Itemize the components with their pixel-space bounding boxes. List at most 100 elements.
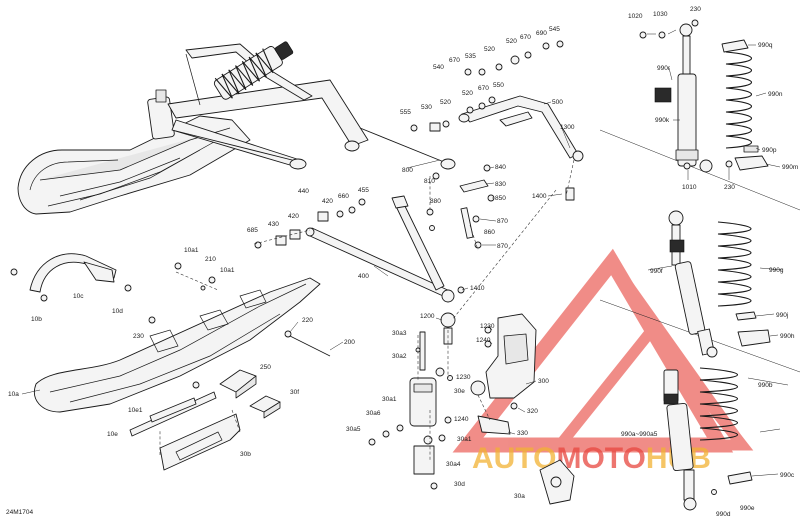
tie-rod-800 [359, 127, 445, 163]
steering-linkage [426, 164, 495, 249]
ski-runner-10e [129, 381, 241, 471]
label-990h: 990h [780, 333, 795, 340]
label-30a: 30a [514, 493, 525, 500]
label-30a4: 30a4 [446, 461, 461, 468]
label-520-c: 520 [462, 90, 473, 97]
label-810: 810 [424, 178, 435, 185]
label-420-b: 420 [288, 213, 299, 220]
label-860: 860 [484, 229, 495, 236]
label-300: 300 [538, 378, 549, 385]
label-870-b: 870 [497, 243, 508, 250]
label-850: 850 [495, 195, 506, 202]
separator-line [599, 129, 800, 211]
label-1400: 1400 [532, 193, 547, 200]
label-30b: 30b [240, 451, 251, 458]
label-200: 200 [344, 339, 355, 346]
label-670: 670 [520, 34, 531, 41]
label-320: 320 [527, 408, 538, 415]
label-220: 220 [302, 317, 313, 324]
label-990m: 990m [782, 164, 798, 171]
rear-shock-990k [639, 19, 769, 173]
label-555: 555 [400, 109, 411, 116]
a-arm-500 [410, 40, 584, 201]
label-830: 830 [495, 181, 506, 188]
label-990q: 990q [758, 42, 773, 49]
label-990g: 990g [769, 267, 784, 274]
label-840: 840 [495, 164, 506, 171]
upper-a-arm-400 [254, 195, 465, 303]
label-690: 690 [536, 30, 547, 37]
label-440: 440 [298, 188, 309, 195]
label-330: 330 [517, 430, 528, 437]
label-30a1-b: 30a1 [457, 436, 472, 443]
label-30f: 30f [290, 389, 299, 396]
label-800: 800 [402, 167, 413, 174]
label-660: 660 [338, 193, 349, 200]
label-550: 550 [493, 82, 504, 89]
label-400: 400 [358, 273, 369, 280]
label-535: 535 [465, 53, 476, 60]
label-1200: 1200 [420, 313, 435, 320]
label-500: 500 [552, 99, 563, 106]
tie-rod-end [440, 158, 456, 170]
label-1020: 1020 [628, 13, 643, 20]
label-1230: 1230 [480, 323, 495, 330]
label-1240-b: 1240 [454, 416, 469, 423]
label-230-c: 230 [133, 333, 144, 340]
wear-pads [219, 369, 281, 419]
pivot-30a [539, 459, 575, 505]
label-230: 230 [690, 6, 701, 13]
label-990p: 990p [762, 147, 777, 154]
label-30a3: 30a3 [392, 330, 407, 337]
callout-leaders [21, 29, 789, 477]
ski-handle-10c [10, 253, 132, 302]
watermark-moto: MOTO [556, 442, 645, 475]
label-10a1-b: 10a1 [220, 267, 235, 274]
label-10d: 10d [112, 308, 123, 315]
label-685: 685 [247, 227, 258, 234]
label-230-b: 230 [724, 184, 735, 191]
label-880: 880 [430, 198, 441, 205]
ski-assembly-top [17, 41, 369, 215]
label-870: 870 [497, 218, 508, 225]
label-520-d: 520 [440, 99, 451, 106]
label-10b: 10b [31, 316, 42, 323]
label-990k: 990k [655, 117, 670, 124]
label-540: 540 [433, 64, 444, 71]
label-455: 455 [358, 187, 369, 194]
label-990j: 990j [776, 312, 788, 319]
label-1240: 1240 [476, 337, 491, 344]
label-990a-990a5: 990a~990a5 [621, 431, 658, 438]
label-30a1: 30a1 [382, 396, 397, 403]
label-30a5: 30a5 [346, 426, 361, 433]
label-670-c: 670 [478, 85, 489, 92]
label-30d: 30d [454, 481, 465, 488]
label-250: 250 [260, 364, 271, 371]
label-30e: 30e [454, 388, 465, 395]
label-670-b: 670 [449, 57, 460, 64]
label-30a2: 30a2 [392, 353, 407, 360]
label-430: 430 [268, 221, 279, 228]
ski-10a [34, 262, 331, 413]
label-530: 530 [421, 104, 432, 111]
front-shock-990b [663, 367, 753, 511]
knuckle-300 [470, 313, 537, 435]
label-1030: 1030 [653, 11, 668, 18]
label-10a: 10a [8, 391, 19, 398]
label-10e: 10e [107, 431, 118, 438]
leader-lines [159, 159, 575, 460]
label-10a1: 10a1 [184, 247, 199, 254]
label-990b: 990b [758, 382, 773, 389]
diagram-code: 24M1704 [6, 509, 33, 516]
label-990r: 990r [657, 65, 671, 72]
label-1410: 1410 [470, 285, 485, 292]
label-990d: 990d [716, 511, 731, 518]
label-990n: 990n [768, 91, 783, 98]
label-990c: 990c [780, 472, 795, 479]
label-30a6: 30a6 [366, 410, 381, 417]
label-210: 210 [205, 256, 216, 263]
label-1230-b: 1230 [456, 374, 471, 381]
front-shock-990f [668, 210, 771, 358]
label-10c: 10c [73, 293, 84, 300]
